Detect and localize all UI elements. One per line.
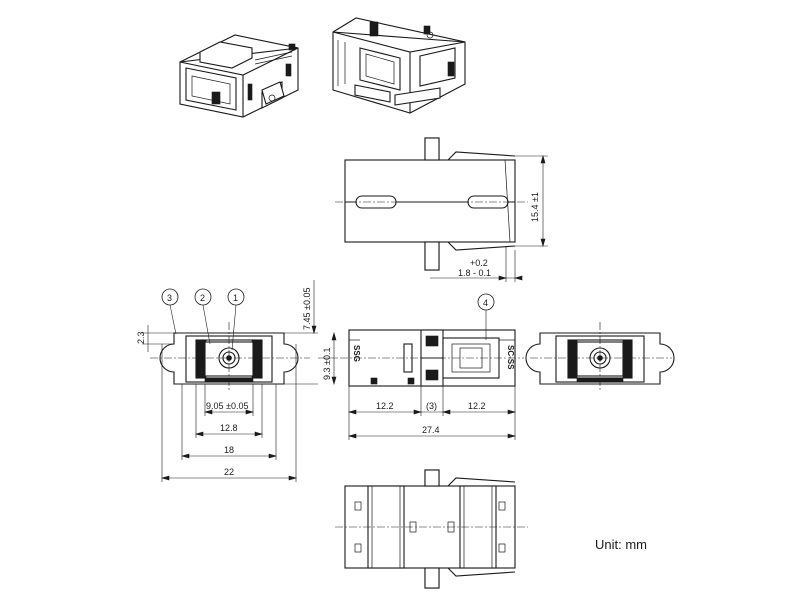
side-marking-right: SC-SS <box>506 345 515 370</box>
dim-front-w4: 22 <box>224 467 234 477</box>
dim-side-mid: (3) <box>426 401 437 411</box>
unit-label: Unit: mm <box>595 537 647 552</box>
dim-side-total: 27.4 <box>422 425 440 435</box>
rear-view <box>525 322 675 392</box>
side-marking-left: SSG <box>352 345 361 362</box>
front-view-dimensions: 2.3 7.45 ±0.05 9.3 ±0.1 9.05 ±0.05 12.8 … <box>136 280 338 482</box>
dim-front-top: 2.3 <box>136 331 146 344</box>
top-view-dimensions: 15.4 ±1 +0.2 1.8 - 0.1 <box>430 154 548 282</box>
callout-4: 4 <box>483 298 488 308</box>
dim-front-w3: 18 <box>224 445 234 455</box>
dim-front-w2: 12.8 <box>220 423 238 433</box>
callout-3: 3 <box>167 293 172 303</box>
dim-side-right: 12.2 <box>468 401 486 411</box>
dim-front-height: 7.45 ±0.05 <box>302 288 312 330</box>
callout-2: 2 <box>200 293 205 303</box>
callout-1: 1 <box>233 293 238 303</box>
dim-top-height: 15.4 ±1 <box>530 192 540 222</box>
dim-top-offset-main: 1.8 - 0.1 <box>458 268 491 278</box>
callouts-front: 3 2 1 <box>161 288 245 351</box>
dim-front-w1: 9.05 ±0.05 <box>206 401 248 411</box>
bottom-view <box>335 469 528 589</box>
isometric-view-right <box>332 17 466 114</box>
front-view <box>150 322 310 392</box>
callout-side: 4 <box>477 293 495 340</box>
dim-side-left: 12.2 <box>376 401 394 411</box>
dim-front-inner: 9.3 ±0.1 <box>322 348 332 380</box>
side-view-dimensions: 12.2 (3) 12.2 27.4 <box>347 386 517 440</box>
isometric-view-left <box>179 34 299 118</box>
top-view <box>335 137 528 271</box>
dim-top-offset-plus: +0.2 <box>470 258 488 268</box>
side-view: SSG SC-SS <box>340 329 524 387</box>
